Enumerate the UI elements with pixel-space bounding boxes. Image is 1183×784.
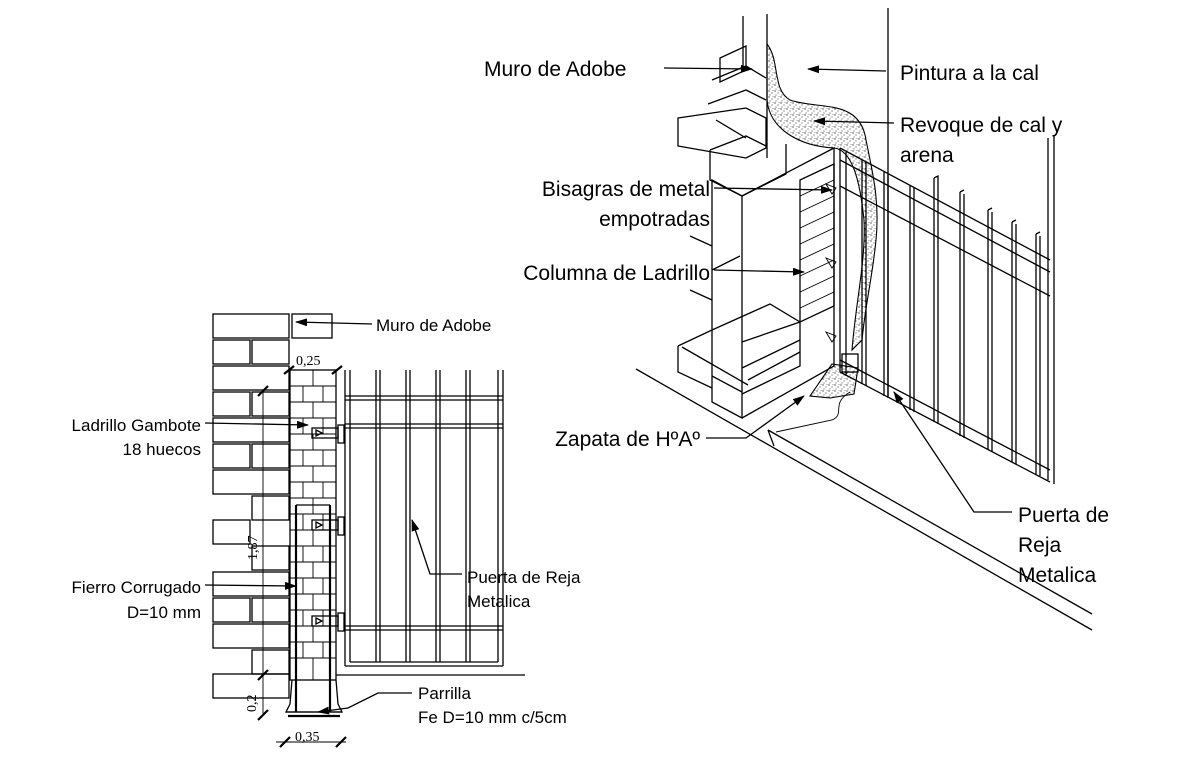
label-arena: arena: [900, 144, 954, 167]
gate-elevation: [336, 370, 525, 676]
label-18-huecos: 18 huecos: [123, 440, 201, 459]
isometric-view: Muro de Adobe Pintura a la cal Revoque d…: [484, 8, 1109, 631]
dim-height: 1,87: [246, 536, 261, 561]
label-puerta-reja-elev: Puerta de Reja: [467, 568, 581, 587]
iso-leaders: [663, 64, 1012, 513]
ground-lines: [635, 346, 1093, 631]
gate-iso: [839, 136, 1055, 484]
brick-column: [289, 369, 337, 712]
footing: [284, 679, 344, 718]
label-columna: Columna de Ladrillo: [523, 262, 710, 285]
label-metalica-iso: Metalica: [1018, 564, 1097, 587]
brick-column-iso: [677, 146, 835, 420]
dim-top-width: 0,25: [296, 354, 321, 369]
label-muro-adobe-iso: Muro de Adobe: [484, 58, 626, 81]
label-revoque: Revoque de cal y: [900, 114, 1063, 137]
elevation-dimensions: [257, 365, 347, 748]
label-empotradas: empotradas: [599, 208, 710, 231]
hinges: [311, 424, 345, 632]
label-reja: Reja: [1018, 534, 1062, 557]
label-pintura: Pintura a la cal: [900, 62, 1039, 85]
dim-base-width: 0,35: [295, 730, 320, 745]
label-ladrillo-gambote: Ladrillo Gambote: [72, 416, 201, 435]
dim-base-height: 0,2: [245, 695, 260, 713]
label-parrilla: Parrilla: [418, 684, 471, 703]
label-puerta-de: Puerta de: [1018, 504, 1109, 527]
elevation-leaders: [204, 318, 462, 715]
label-fierro-corrugado: Fierro Corrugado: [72, 578, 201, 597]
label-parrilla-fe: Fe D=10 mm c/5cm: [418, 708, 567, 727]
label-metalica-elev: Metalica: [467, 592, 531, 611]
label-bisagras: Bisagras de metal: [542, 178, 710, 201]
adobe-wall-bricks: [212, 313, 333, 699]
label-fierro-d: D=10 mm: [127, 603, 201, 622]
label-zapata: Zapata de HºAº: [555, 428, 700, 451]
label-muro-adobe-elev: Muro de Adobe: [376, 316, 491, 335]
elevation-view: Muro de Adobe Ladrillo Gambote 18 huecos…: [72, 313, 581, 748]
